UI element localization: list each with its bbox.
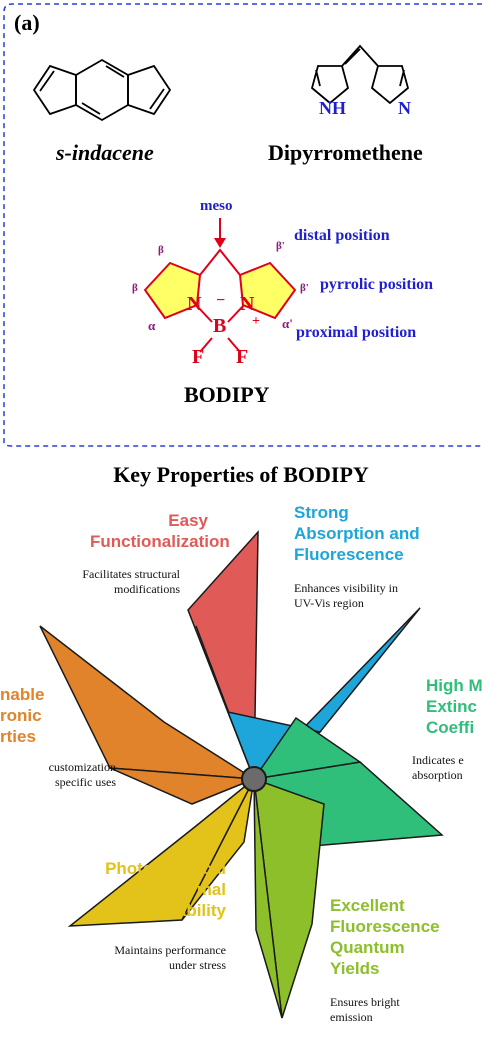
n-atom-right: N — [240, 293, 255, 315]
desc-line: Ensures bright — [330, 995, 400, 1009]
property-photochemical-stability: Photochemical and Thermal Stability — [70, 858, 226, 921]
pinwheel-diagram — [39, 530, 444, 1019]
bodipy-structure — [143, 218, 297, 353]
n-atom-left: N — [187, 293, 202, 315]
n-atom-label: N — [398, 98, 411, 118]
dashed-frame — [3, 3, 482, 447]
b-atom: B — [213, 315, 227, 337]
plus-charge: + — [252, 314, 260, 329]
beta-prime-label-right: β' — [300, 282, 309, 294]
property-title-line: Easy — [168, 511, 208, 530]
property-title-line: Yields — [330, 959, 380, 978]
property-title-line: Photochemical — [105, 859, 226, 878]
dipyrromethene-structure — [310, 44, 410, 105]
property-desc-tunable-electronic-properties: customization specific uses — [0, 760, 116, 790]
desc-line: emission — [330, 1010, 373, 1024]
property-desc-absorption-fluorescence: Enhances visibility in UV-Vis region — [294, 581, 464, 611]
desc-line: under stress — [169, 958, 226, 972]
property-desc-photochemical-stability: Maintains performance under stress — [60, 943, 226, 973]
proximal-position-label: proximal position — [296, 324, 417, 341]
panel-label-a: (a) — [14, 10, 40, 35]
property-title-line: Fluorescence — [330, 917, 440, 936]
property-desc-quantum-yields: Ensures bright emission — [330, 995, 470, 1025]
property-title-line: Extinc — [426, 697, 478, 716]
desc-line: specific uses — [55, 775, 116, 789]
panel-a-structures-svg — [3, 3, 482, 447]
property-quantum-yields: Excellent Fluorescence Quantum Yields — [330, 895, 470, 979]
pinwheel-hub — [241, 766, 267, 792]
panel-b-key-properties: Key Properties of BODIPY Easy Functional… — [0, 450, 482, 1044]
properties-title: Key Properties of BODIPY — [113, 462, 369, 487]
property-title-line: and Thermal — [124, 880, 226, 899]
property-extinction-coefficient: High M Extinc Coeffi — [426, 675, 482, 738]
property-desc-easy-functionalization: Facilitates structural modifications — [44, 567, 180, 597]
property-tunable-electronic-properties: nable ronic rties — [0, 684, 80, 747]
property-title-line: Fluorescence — [294, 545, 404, 564]
desc-line: UV-Vis region — [294, 596, 364, 610]
desc-line: Maintains performance — [114, 943, 226, 957]
desc-line: Indicates e — [412, 753, 464, 767]
property-absorption-fluorescence: Strong Absorption and Fluorescence — [294, 502, 474, 565]
beta-label-left: β — [132, 282, 138, 294]
desc-line: Facilitates structural — [82, 567, 180, 581]
bodipy-label: BODIPY — [184, 382, 270, 407]
desc-line: customization — [48, 760, 116, 774]
desc-line: modifications — [114, 582, 180, 596]
s-indacene-label: s-indacene — [56, 140, 154, 165]
nh-atom-label: NH — [319, 98, 346, 118]
panel-a-chemical-structures: (a) s-indacene Dipyrromethene NH N meso … — [0, 0, 482, 450]
desc-line: Enhances visibility in — [294, 581, 398, 595]
f-atom-right: F — [236, 346, 249, 368]
alpha-label: α — [148, 318, 156, 333]
beta-prime-label-top: β' — [276, 240, 285, 252]
property-title-line: rties — [0, 727, 36, 746]
meso-label: meso — [200, 198, 233, 214]
property-title-line: Strong — [294, 503, 349, 522]
f-atom-left: F — [192, 346, 205, 368]
property-title-line: Functionalization — [90, 532, 230, 551]
alpha-prime-label: α' — [282, 316, 293, 331]
dipyrromethene-label: Dipyrromethene — [268, 140, 423, 165]
property-title-line: Quantum — [330, 938, 405, 957]
minus-charge: − — [216, 292, 226, 309]
desc-line: absorption — [412, 768, 463, 782]
pyrrolic-position-label: pyrrolic position — [320, 276, 434, 293]
property-title-line: High M — [426, 676, 482, 695]
property-title-line: Absorption and — [294, 524, 420, 543]
property-title-line: nable — [0, 685, 45, 704]
property-title-line: Excellent — [330, 896, 405, 915]
property-title-line: ronic — [0, 706, 42, 725]
distal-position-label: distal position — [294, 227, 390, 244]
s-indacene-structure — [32, 58, 172, 122]
property-title-line: Stability — [159, 901, 226, 920]
property-title-line: Coeffi — [426, 718, 475, 737]
beta-label-top: β — [158, 244, 164, 256]
property-desc-extinction-coefficient: Indicates e absorption — [412, 753, 482, 783]
property-easy-functionalization: Easy Functionalization — [90, 510, 230, 552]
